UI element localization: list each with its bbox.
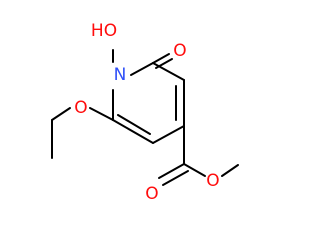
- atom-o-ester-label: O: [206, 171, 219, 191]
- bond-cester-o-double-a: [158, 163, 185, 179]
- atom-labels: N HO O O O O: [74, 21, 219, 204]
- atom-oh-label: HO: [91, 21, 117, 41]
- bond-cester-oes: [183, 163, 206, 177]
- bond-c4-c5: [152, 125, 185, 144]
- atom-o-ethoxy-label: O: [74, 98, 87, 118]
- atom-n1-label: N: [114, 65, 127, 85]
- structure-diagram: N HO O O O O: [51, 21, 239, 204]
- bond-c5-c6: [112, 119, 154, 144]
- bond-n1-c2: [130, 62, 154, 76]
- bond-cester-o-double-b: [162, 170, 189, 186]
- bond-oes-ch3: [221, 164, 239, 177]
- atom-o-carbonyl-label: O: [173, 41, 186, 61]
- bond-c2-o-double-a: [152, 53, 170, 64]
- bond-c2-c3: [152, 62, 185, 81]
- bond-c6-oet: [89, 107, 114, 121]
- bonds: [51, 49, 239, 186]
- atom-o-ester-carbonyl-label: O: [145, 184, 158, 204]
- bond-c5-c6-inner: [117, 114, 151, 135]
- bond-oet-ch2: [51, 107, 71, 121]
